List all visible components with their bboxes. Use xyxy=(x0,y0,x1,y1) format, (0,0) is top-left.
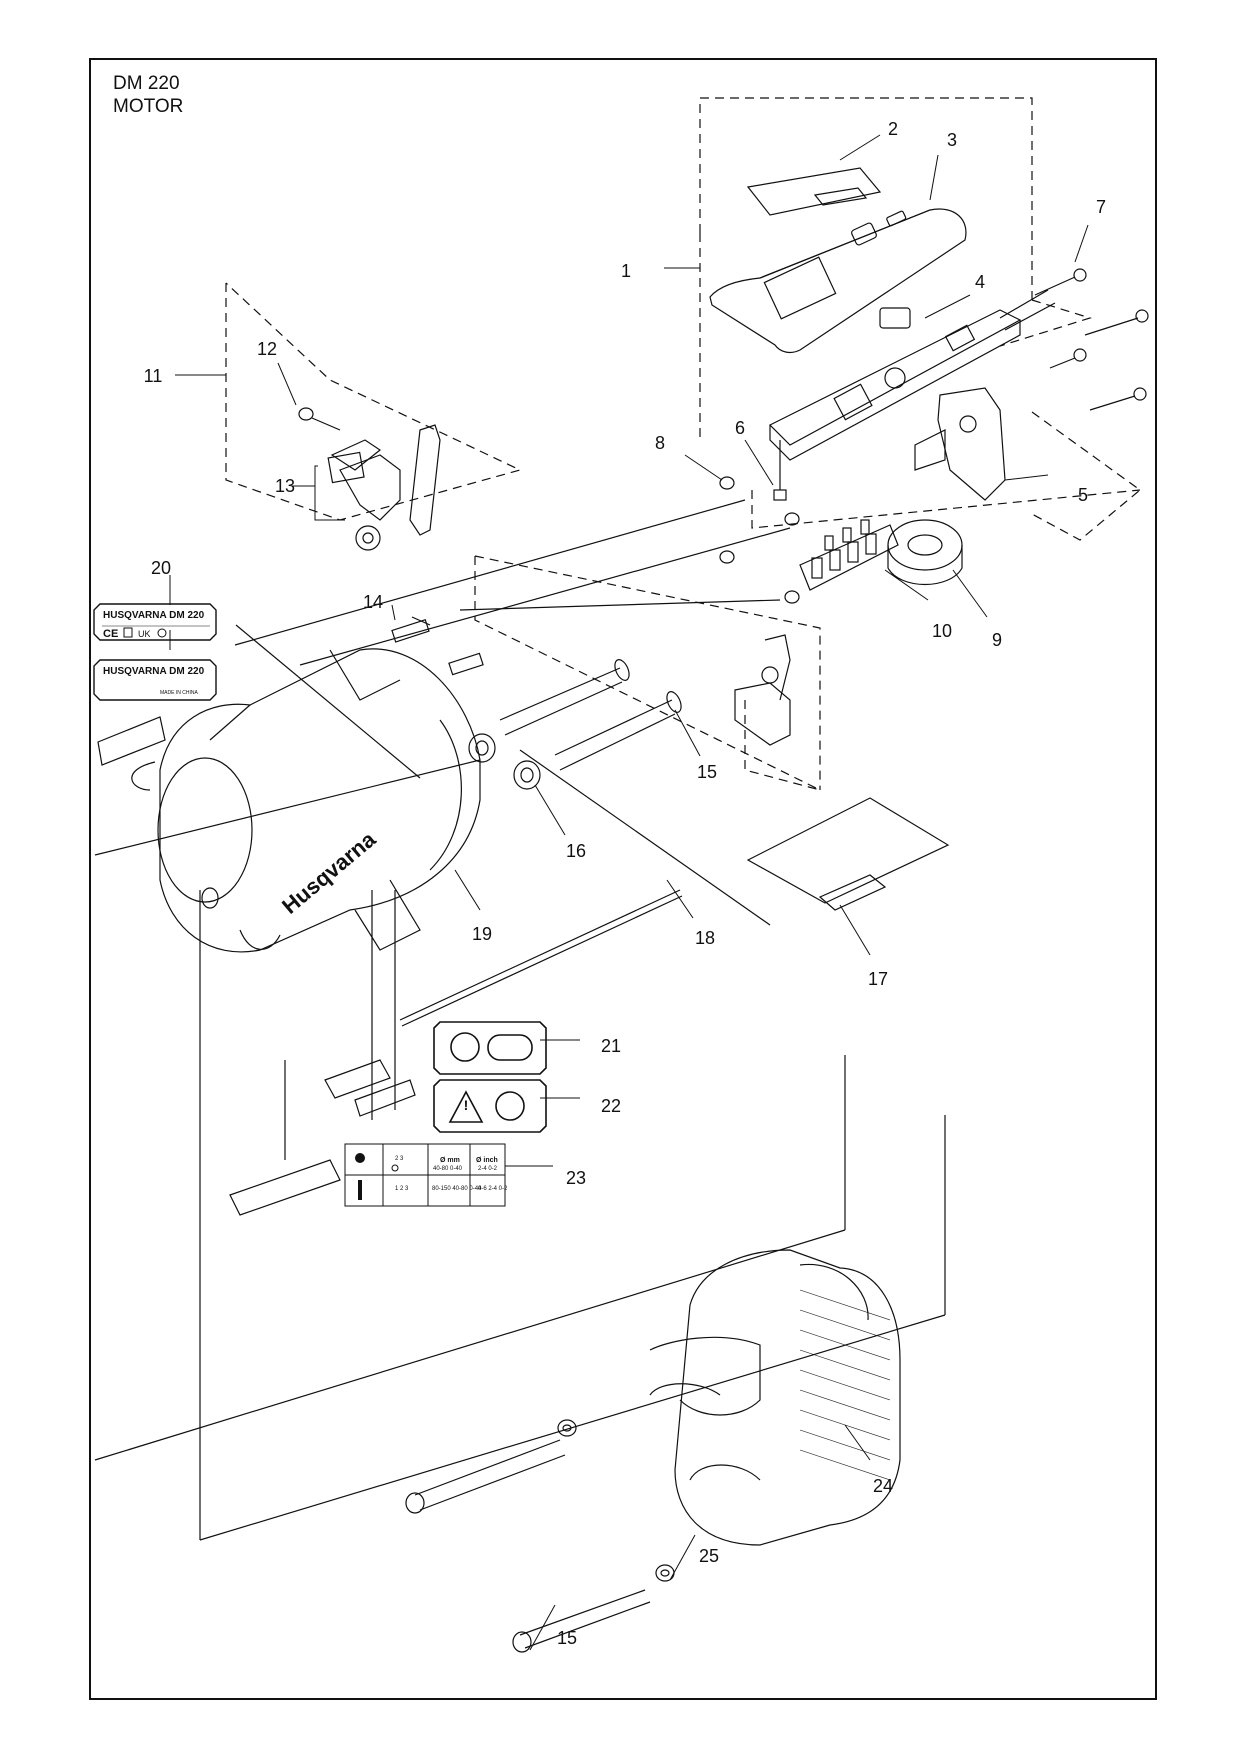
part-1-board xyxy=(768,289,1056,461)
page-frame xyxy=(89,58,1157,1700)
callout-18: 18 xyxy=(694,928,716,948)
label-20-plates xyxy=(93,603,217,701)
part-9-coil xyxy=(887,519,963,585)
table-row2-inch: 4-6 2-4 0-2 xyxy=(478,1186,508,1192)
callout-20: 20 xyxy=(150,558,172,578)
callout-25: 25 xyxy=(698,1546,720,1566)
plate-bottom-title: HUSQVARNA DM 220 xyxy=(103,666,205,677)
callout-19: 19 xyxy=(471,924,493,944)
part-19-housing xyxy=(131,648,481,953)
brush-holder-assembly xyxy=(734,634,791,746)
part-10-terminal-block xyxy=(799,519,899,591)
part-18-rod xyxy=(399,889,683,1027)
group-outline-brush xyxy=(225,282,522,521)
callout-5: 5 xyxy=(1077,485,1088,505)
model-title: DM 220 xyxy=(113,73,180,94)
callout-6: 6 xyxy=(734,418,745,438)
callout-10: 10 xyxy=(931,621,953,641)
part-12-screw xyxy=(298,407,341,431)
table-col-mm: Ø mm xyxy=(440,1157,460,1164)
weee-bin-icon xyxy=(123,627,133,638)
ce-mark: CE xyxy=(103,628,118,640)
table-row1-inch: 2-4 0-2 xyxy=(478,1166,498,1172)
housing-brand: Husqvarna xyxy=(277,826,381,919)
certification-icon xyxy=(157,628,167,638)
plate-top-title: HUSQVARNA DM 220 xyxy=(103,610,205,621)
callout-7: 7 xyxy=(1095,197,1106,217)
part-25-washers xyxy=(557,1419,675,1582)
callout-15-upper: 15 xyxy=(696,762,718,782)
callout-14: 14 xyxy=(362,592,384,612)
sticker-d xyxy=(229,1159,341,1216)
callout-3: 3 xyxy=(946,130,957,150)
callout-21: 21 xyxy=(600,1036,622,1056)
callout-24: 24 xyxy=(872,1476,894,1496)
ukca-mark: UK xyxy=(138,629,151,639)
gloves-icon xyxy=(355,1153,365,1163)
part-16-spacers xyxy=(468,733,541,790)
leader-lines xyxy=(169,134,1089,1651)
warning-triangle-icon: ! xyxy=(464,1097,469,1113)
sticker-a xyxy=(97,716,166,766)
part-8-washers xyxy=(719,476,800,604)
sticker-b xyxy=(324,1059,391,1099)
part-6-screw xyxy=(773,440,787,501)
callout-12: 12 xyxy=(256,339,278,359)
label-23-table xyxy=(344,1143,506,1207)
part-13-brush-holder xyxy=(327,424,441,551)
label-22-plate xyxy=(433,1079,547,1133)
table-row2-gears: 1 2 3 xyxy=(395,1186,409,1192)
part-7-screws xyxy=(1034,268,1149,411)
callout-9: 9 xyxy=(991,630,1002,650)
table-row2-mm: 80-150 40-80 0-40 xyxy=(432,1186,482,1192)
callout-17: 17 xyxy=(867,969,889,989)
callout-8: 8 xyxy=(654,433,665,453)
key-icon xyxy=(391,1164,399,1172)
plate-bottom-origin: MADE IN CHINA xyxy=(160,690,198,696)
part-3-cover xyxy=(709,208,967,354)
part-14-screws xyxy=(391,616,484,676)
callout-2: 2 xyxy=(887,119,898,139)
part-2-plate xyxy=(746,167,882,216)
callout-23: 23 xyxy=(565,1168,587,1188)
callout-13: 13 xyxy=(274,476,296,496)
sticker-c xyxy=(354,1079,416,1117)
part-5-bracket xyxy=(914,387,1006,501)
callout-16: 16 xyxy=(565,841,587,861)
callout-11: 11 xyxy=(143,366,163,386)
part-4-switch xyxy=(879,307,911,329)
callout-1: 1 xyxy=(620,261,631,281)
part-15-long-screws xyxy=(405,659,682,1653)
table-row1-mm: 40-80 0-40 xyxy=(433,1166,463,1172)
part-17-sheet xyxy=(746,797,950,911)
callout-4: 4 xyxy=(974,272,985,292)
drill-stand-icon xyxy=(358,1180,362,1200)
callout-22: 22 xyxy=(600,1096,622,1116)
part-24-stator xyxy=(649,1249,901,1546)
table-col-inch: Ø inch xyxy=(476,1157,498,1164)
section-title: MOTOR xyxy=(113,96,184,117)
table-row1-gears: 2 3 xyxy=(395,1156,404,1162)
label-21-plate xyxy=(433,1021,547,1075)
callout-15-lower: 15 xyxy=(556,1628,578,1648)
